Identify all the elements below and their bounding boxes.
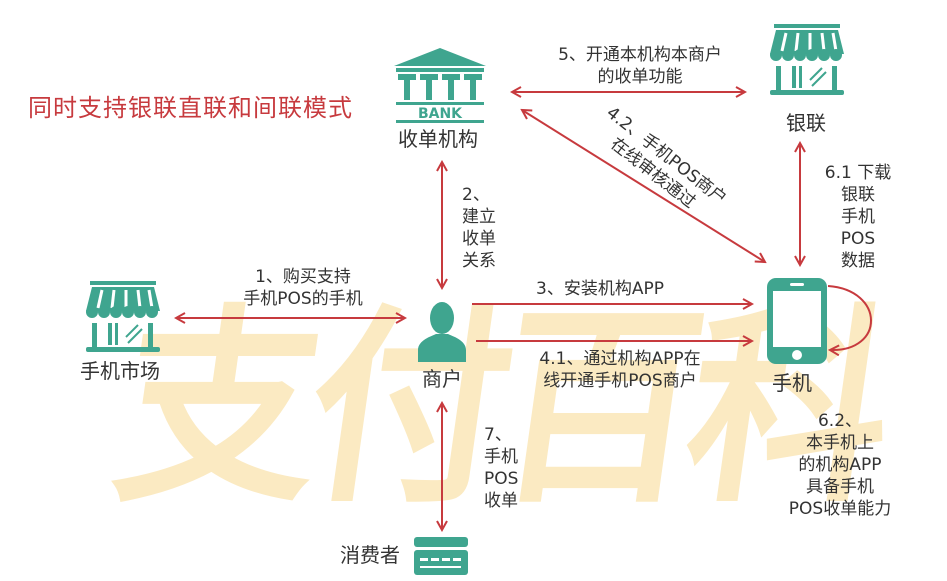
step-5-label: 5、开通本机构本商户 的收单功能 <box>540 44 740 88</box>
step-6-2-label: 6.2、 本手机上 的机构APP 具备手机 POS收单能力 <box>770 410 910 520</box>
step-6-1-line3: 手机 <box>841 207 875 227</box>
merchant-label: 商户 <box>422 367 462 391</box>
unionpay-label: 银联 <box>786 111 826 135</box>
step-7-label: 7、 手机 POS 收单 <box>484 424 518 512</box>
step-3-label: 3、安装机构APP <box>536 279 664 299</box>
phone-market-node[interactable] <box>84 279 162 353</box>
step-1-line2: 手机POS的手机 <box>243 289 363 309</box>
person-icon <box>418 302 466 362</box>
phone-label: 手机 <box>772 371 812 395</box>
step-4-1-line2: 线开通手机POS商户 <box>543 371 697 391</box>
step-1-label: 1、购买支持 手机POS的手机 <box>228 266 378 310</box>
smartphone-icon <box>767 278 827 364</box>
bank-icon: BANK <box>394 48 486 123</box>
step-6-2-line1: 6.2、 <box>817 411 863 431</box>
storefront-icon <box>770 24 844 95</box>
step-6-1-line4: POS <box>840 229 876 249</box>
step-6-2-line4: 具备手机 <box>806 477 874 497</box>
step-5-line2: 的收单功能 <box>597 67 683 87</box>
svg-text:BANK: BANK <box>418 106 463 122</box>
step-6-1-line2: 银联 <box>841 185 875 205</box>
step-5-line1: 5、开通本机构本商户 <box>558 45 722 65</box>
step-6-1-line1: 6.1 下载 <box>824 163 892 183</box>
step-2-line4: 关系 <box>462 251 496 271</box>
acquirer-label: 收单机构 <box>398 127 478 151</box>
consumer-node[interactable] <box>413 536 469 576</box>
consumer-label: 消费者 <box>340 543 400 567</box>
step-6-2-line3: 的机构APP <box>798 455 882 475</box>
phone-market-label: 手机市场 <box>80 359 160 383</box>
step-4-1-label: 4.1、通过机构APP在 线开通手机POS商户 <box>520 348 720 392</box>
step-2-line1: 2、 <box>462 185 490 205</box>
arrow-step-4-2 <box>522 110 765 262</box>
diagram-title: 同时支持银联直联和间联模式 <box>28 94 353 122</box>
step-6-2-line2: 本手机上 <box>806 433 874 453</box>
credit-card-icon <box>414 537 468 575</box>
step-7-line4: 收单 <box>484 491 518 511</box>
step-7-line2: 手机 <box>484 447 518 467</box>
step-2-line3: 收单 <box>462 229 496 249</box>
acquirer-node[interactable]: BANK <box>392 46 488 124</box>
step-2-label: 2、 建立 收单 关系 <box>462 184 496 272</box>
phone-node[interactable] <box>766 277 828 365</box>
step-7-line1: 7、 <box>484 425 512 445</box>
step-6-1-line5: 数据 <box>841 251 875 271</box>
step-1-line1: 1、购买支持 <box>255 267 351 287</box>
arrow-step-6-2 <box>827 285 872 350</box>
step-2-line2: 建立 <box>462 207 496 227</box>
step-7-line3: POS <box>484 469 519 489</box>
merchant-node[interactable] <box>416 300 468 362</box>
unionpay-node[interactable] <box>768 22 846 96</box>
step-4-1-line1: 4.1、通过机构APP在 <box>539 349 701 369</box>
storefront-icon <box>86 281 160 352</box>
step-6-2-line5: POS收单能力 <box>788 499 892 519</box>
step-6-1-label: 6.1 下载 银联 手机 POS 数据 <box>818 162 898 272</box>
